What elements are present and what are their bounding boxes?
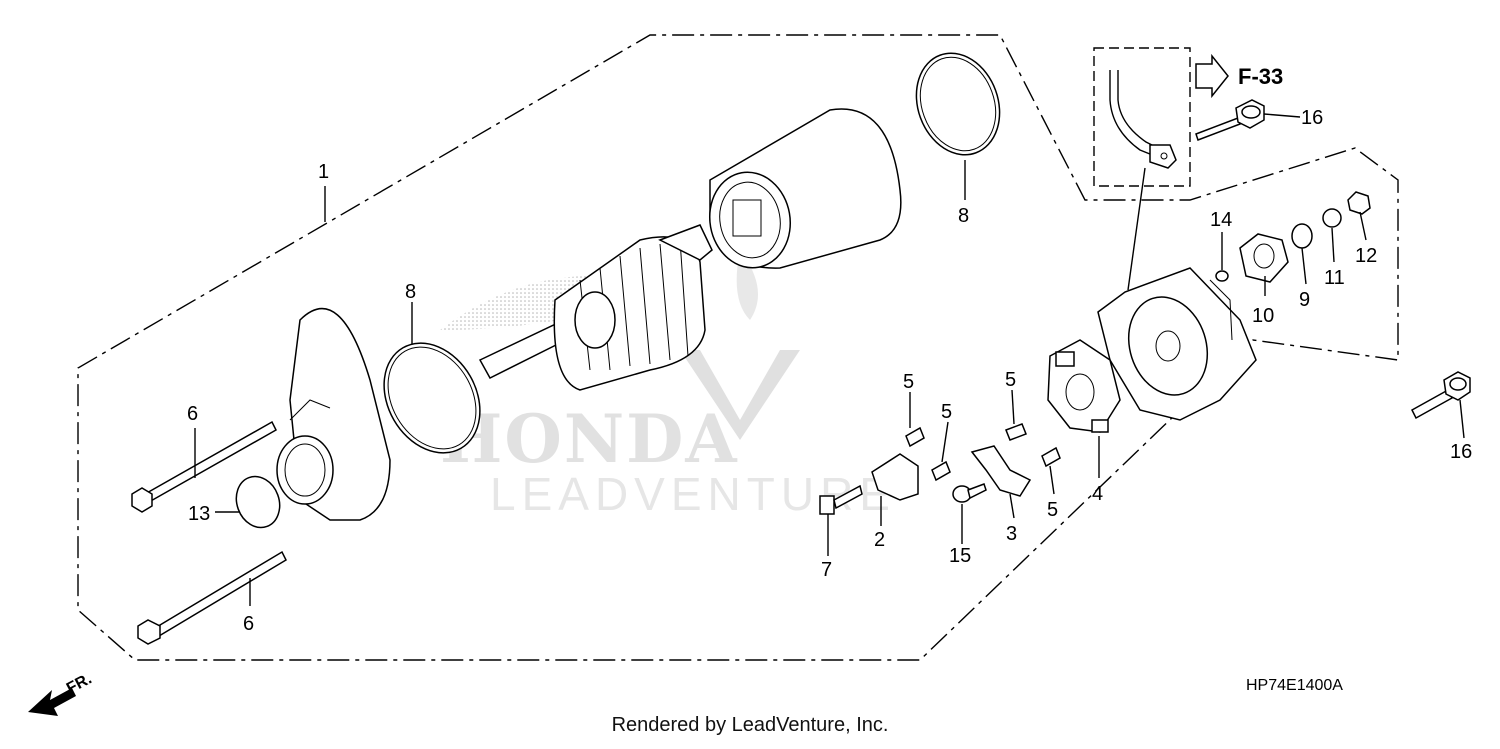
callout-5-a: 5 [903,371,914,393]
drawing-code: HP74E1400A [1246,677,1343,694]
watermark-brand-text: HONDA [440,400,739,478]
callout-5-b: 5 [941,401,952,423]
callout-9: 9 [1299,289,1310,311]
callout-6-b: 6 [243,613,254,635]
brush-2 [871,453,919,501]
terminal-bolt-7 [819,484,863,515]
o-ring-13 [235,475,281,529]
callout-8-b: 8 [958,205,969,227]
callout-10: 10 [1252,305,1274,327]
callout-labels: 1 2 3 4 5 5 5 5 6 6 7 8 8 9 10 11 12 13 … [187,107,1472,635]
callout-13: 13 [188,503,210,525]
washer-14 [1215,270,1229,282]
callout-6-a: 6 [187,403,198,425]
callout-2: 2 [874,529,885,551]
front-direction-icon: FR. [28,670,95,716]
callout-8-a: 8 [405,281,416,303]
watermark-dealer-text: LEADVENTURE [490,468,896,520]
collar-9 [1291,223,1313,249]
leader-lines [194,113,1465,606]
callout-5-d: 5 [1047,499,1058,521]
starter-cable [1109,70,1177,291]
callout-16-b: 16 [1450,441,1472,463]
callout-4: 4 [1092,483,1103,505]
springs [905,423,1061,482]
assembly-outline-1 [77,34,1399,661]
through-bolt-6-lower [137,550,287,645]
o-ring-8-upper [915,52,1001,156]
nut-12 [1347,191,1371,215]
armature [478,224,713,391]
bolt-16-top [1195,99,1265,141]
callout-14: 14 [1210,209,1232,231]
callout-12: 12 [1355,245,1377,267]
wire-reference-box [1093,47,1191,187]
reference-arrow-icon [1195,53,1229,99]
motor-case [708,108,902,269]
callout-1: 1 [318,161,329,183]
reference-label: F-33 [1238,64,1283,89]
brush-3 [970,445,1032,497]
callout-15: 15 [949,545,971,567]
front-cover [276,308,391,521]
brush-holder [1047,339,1121,433]
screw-15 [952,483,987,503]
callout-11: 11 [1324,267,1345,289]
rear-cover [1097,267,1257,421]
through-bolt-6-upper [131,420,277,513]
o-ring-8-lower [383,342,481,454]
callout-5-c: 5 [1005,369,1016,391]
nut-10 [1239,233,1289,283]
washer-11 [1322,208,1342,228]
bolt-16-right [1411,371,1471,420]
callout-3: 3 [1006,523,1017,545]
callout-16-a: 16 [1301,107,1323,129]
footer-credit: Rendered by LeadVenture, Inc. [611,714,889,736]
callout-7: 7 [821,559,832,581]
